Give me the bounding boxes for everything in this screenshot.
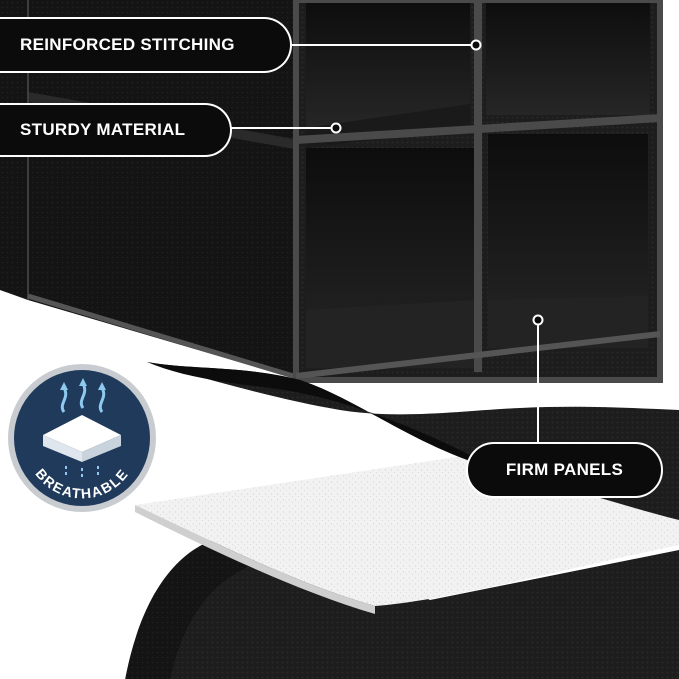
organizer-front [293, 0, 663, 383]
cubby-upper-left [306, 0, 470, 128]
cubby-upper-right [486, 0, 650, 115]
callout-dot-stitching [470, 39, 482, 51]
breathable-airflow-icon [43, 378, 121, 480]
breathable-badge: BREATHABLE [8, 364, 156, 512]
label-sturdy-material: STURDY MATERIAL [0, 103, 232, 157]
callout-dot-panels [532, 314, 544, 326]
callout-connectors [230, 39, 544, 444]
label-firm-panels: FIRM PANELS [466, 442, 663, 498]
panel-layers [125, 362, 679, 679]
label-reinforced-stitching: REINFORCED STITCHING [0, 17, 292, 73]
callout-dot-material [330, 122, 342, 134]
